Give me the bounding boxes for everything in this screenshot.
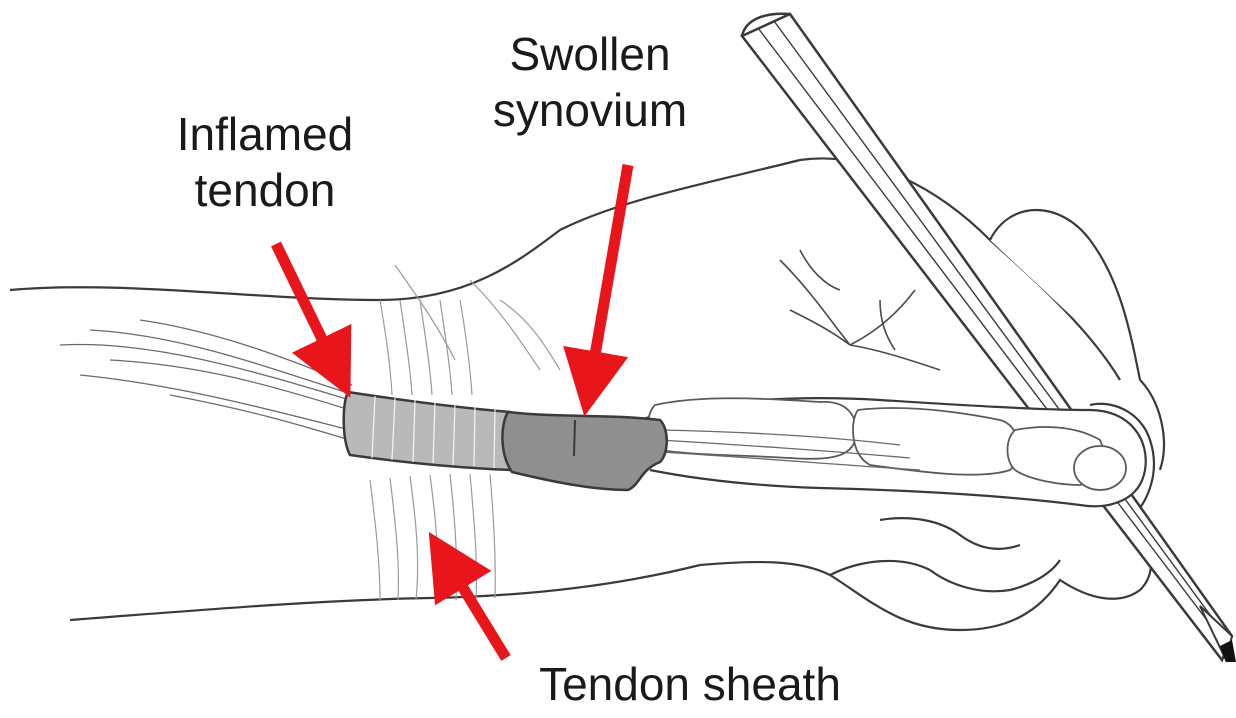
label-inflamed-tendon-line2: tendon [140,162,390,218]
arrow-inflamed-tendon [276,244,336,368]
swollen-synovium-shape [502,412,666,490]
nerve-branches [780,250,940,370]
label-tendon-sheath: Tendon sheath [500,656,880,712]
inflamed-tendon-shape [344,392,512,470]
arrow-swollen-synovium [590,165,628,384]
label-swollen-synovium: Swollen synovium [450,26,730,138]
label-inflamed-tendon-line1: Inflamed [140,106,390,162]
label-swollen-synovium-line1: Swollen [450,26,730,82]
label-swollen-synovium-line2: synovium [450,82,730,138]
label-inflamed-tendon: Inflamed tendon [140,106,390,218]
